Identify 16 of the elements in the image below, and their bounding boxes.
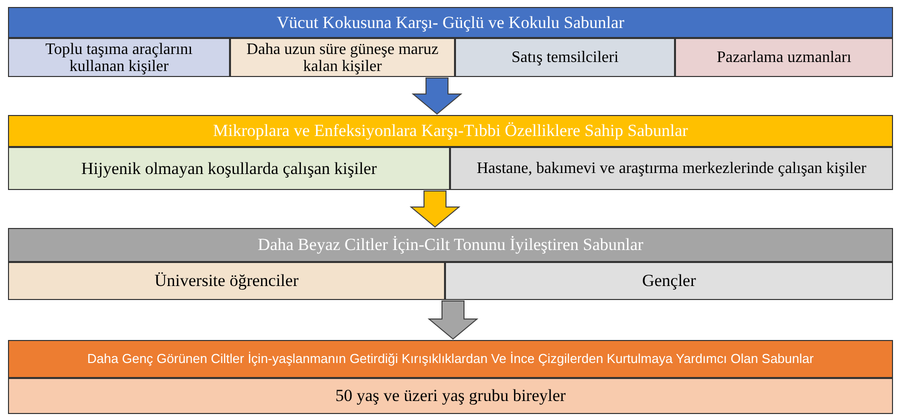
block-arrow <box>428 300 478 340</box>
audience-box: Pazarlama uzmanları <box>675 38 893 77</box>
audience-box: 50 yaş ve üzeri yaş grubu bireyler <box>8 378 893 414</box>
category-header: Daha Beyaz Ciltler İçin-Cilt Tonunu İyileştiren Sabunlar <box>8 228 893 262</box>
audience-box: Daha uzun süre güneşe maruz kalan kişiler <box>230 38 455 77</box>
category-header: Mikroplara ve Enfeksiyonlara Karşı-Tıbbi Özelliklere Sahip Sabunlar <box>8 115 893 147</box>
audience-box: Gençler <box>445 262 893 300</box>
audience-box: Hijyenik olmayan koşullarda çalışan kişiler <box>8 147 450 190</box>
block-arrow <box>412 78 462 115</box>
block-arrow <box>410 190 460 228</box>
audience-box: Toplu taşıma araçlarını kullanan kişiler <box>8 38 230 77</box>
category-header: Daha Genç Görünen Ciltler İçin-yaşlanmanın Getirdiği Kırışıklıklardan Ve İnce Çizgilerden Kurtulmaya Yardımcı Olan Sabunlar <box>8 340 893 378</box>
audience-box: Hastane, bakımevi ve araştırma merkezlerinde çalışan kişiler <box>450 147 893 190</box>
audience-box: Satış temsilcileri <box>455 38 675 77</box>
audience-box: Üniversite öğrenciler <box>8 262 445 300</box>
category-header: Vücut Kokusuna Karşı- Güçlü ve Kokulu Sabunlar <box>8 7 893 38</box>
